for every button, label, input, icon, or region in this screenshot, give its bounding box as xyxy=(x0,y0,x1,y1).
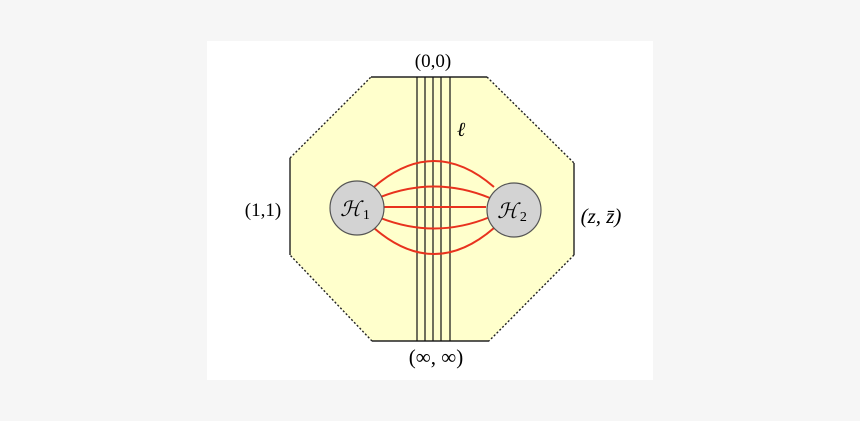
label-ell: ℓ xyxy=(457,119,466,141)
vertical-line-bundle xyxy=(416,77,451,341)
red-arcs xyxy=(373,160,495,255)
label-left: (1,1) xyxy=(245,200,281,221)
label-top: (0,0) xyxy=(415,51,451,72)
label-right: (z, z̄) xyxy=(581,204,622,228)
node-h1-symbol: ℋ xyxy=(340,197,364,221)
arc-4 xyxy=(377,216,491,230)
octagon-dotted-edges xyxy=(289,76,575,342)
node-h1-subscript: 1 xyxy=(363,208,370,223)
arc-5 xyxy=(373,227,495,255)
arc-2 xyxy=(377,185,491,199)
node-h2 xyxy=(486,182,542,238)
node-h2-symbol: ℋ xyxy=(497,199,521,223)
node-h1 xyxy=(329,180,385,236)
node-h2-subscript: 2 xyxy=(520,210,527,225)
octagon-region xyxy=(290,77,574,341)
label-bottom: (∞, ∞) xyxy=(409,345,463,369)
arc-1 xyxy=(373,160,495,188)
